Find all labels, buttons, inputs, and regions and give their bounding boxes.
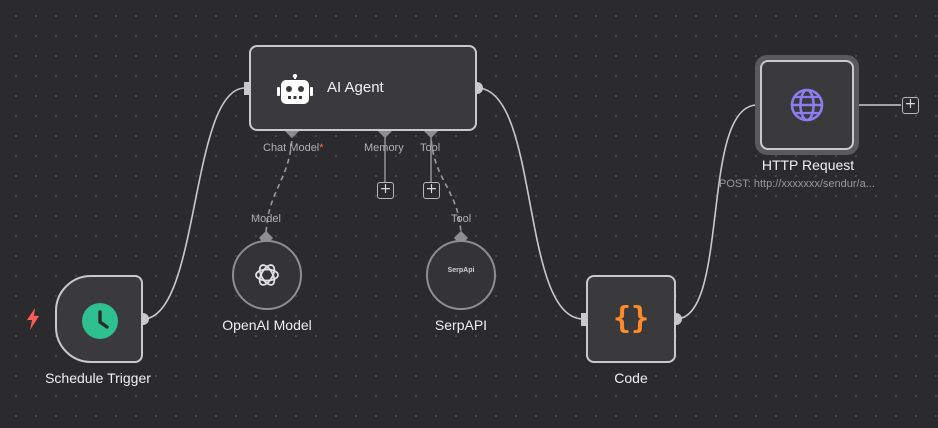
add-next-node-button[interactable]: + xyxy=(902,97,919,114)
required-asterisk: * xyxy=(319,142,324,154)
edge-model-dashed[interactable] xyxy=(265,131,293,239)
openai-model-title: OpenAI Model xyxy=(222,317,312,333)
serpapi-logo: SerpApi xyxy=(447,267,475,274)
serpapi-node[interactable]: SerpApi xyxy=(426,240,496,310)
add-tool-button[interactable]: + xyxy=(423,182,440,199)
openai-model-node[interactable] xyxy=(232,240,302,310)
http-request-title: HTTP Request xyxy=(761,157,855,173)
schedule-trigger-title: Schedule Trigger xyxy=(45,370,151,386)
http-request-node[interactable] xyxy=(760,60,854,150)
lightning-icon xyxy=(27,308,39,330)
code-title: Code xyxy=(614,370,648,386)
openai-model-port-label: Model xyxy=(251,213,281,225)
edge-agent-to-code[interactable] xyxy=(476,87,584,320)
clock-icon xyxy=(82,303,118,339)
robot-icon xyxy=(277,74,313,104)
memory-port-label: Memory xyxy=(364,142,404,154)
add-memory-button[interactable]: + xyxy=(377,182,394,199)
braces-icon: {} xyxy=(612,301,650,336)
edge-trigger-to-agent[interactable] xyxy=(142,87,246,320)
ai-agent-title: AI Agent xyxy=(327,79,384,96)
edge-tool-dashed[interactable] xyxy=(430,131,462,239)
serpapi-tool-port-label: Tool xyxy=(451,213,472,225)
globe-icon xyxy=(790,88,824,122)
chat-model-label-text: Chat Model xyxy=(263,142,320,154)
serpapi-title: SerpAPI xyxy=(434,317,488,333)
openai-icon xyxy=(255,264,279,286)
schedule-trigger-node[interactable] xyxy=(55,275,143,363)
code-node[interactable]: {} xyxy=(586,275,676,363)
tool-port-label: Tool xyxy=(420,142,441,154)
ai-agent-node[interactable]: AI Agent xyxy=(249,45,477,131)
edge-code-to-http[interactable] xyxy=(675,104,758,320)
code-input-handle[interactable] xyxy=(581,313,587,326)
agent-input-handle[interactable] xyxy=(244,82,250,95)
http-request-subtitle: POST: http://xxxxxxx/sendur/a... xyxy=(719,178,875,190)
chat-model-port-label: Chat Model* xyxy=(263,142,324,154)
